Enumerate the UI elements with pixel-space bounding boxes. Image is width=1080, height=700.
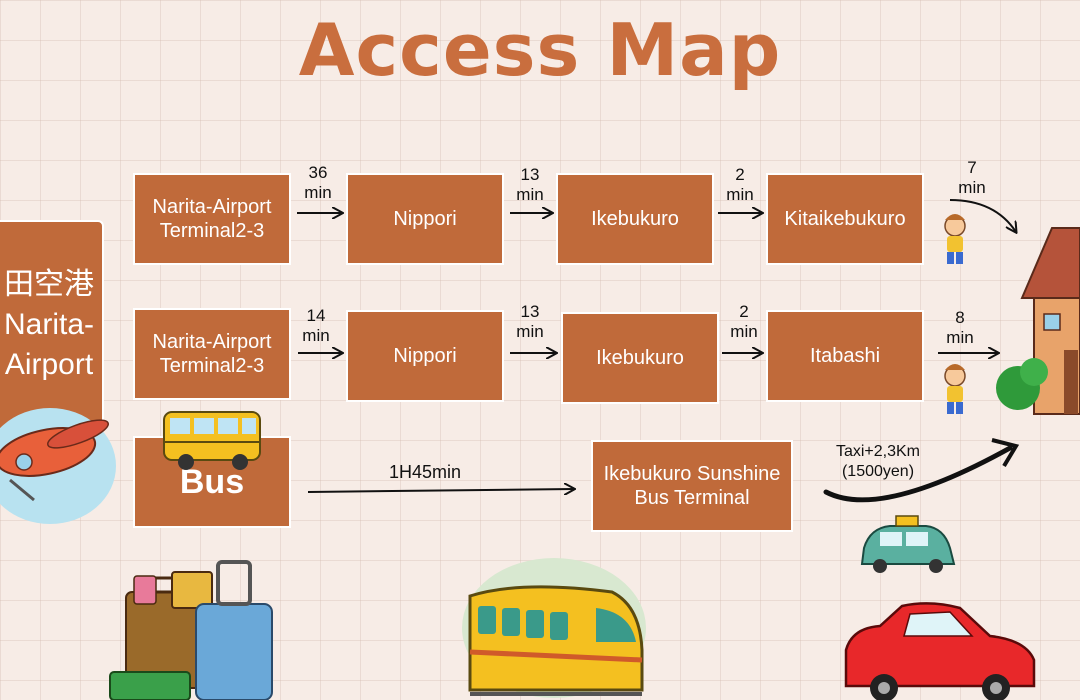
airplane-icon <box>0 408 116 524</box>
house-icon <box>996 227 1080 415</box>
route1-time-2: 13 min <box>516 165 544 204</box>
bus-terminal-box: Ikebukuro Sunshine Bus Terminal <box>591 440 793 532</box>
taxi-label: Taxi+2,3Km (1500yen) <box>835 443 921 480</box>
walking-child-icon <box>944 214 966 264</box>
red-car-icon <box>844 602 1036 700</box>
route1-time-4: 7 min <box>958 158 986 197</box>
page-title: Access Map <box>298 8 782 92</box>
airport-panel: 田空港 Narita- Airport <box>0 220 104 430</box>
route2-time-1: 14 min <box>302 306 330 345</box>
luggage-icon <box>109 560 273 700</box>
route2-station-narita: Narita-Airport Terminal2-3 <box>133 308 291 400</box>
route2-time-4: 8 min <box>946 308 974 347</box>
bus-time: 1H45min <box>388 462 462 482</box>
route1-station-narita: Narita-Airport Terminal2-3 <box>133 173 291 265</box>
train-icon <box>462 558 646 698</box>
route1-station-ikebukuro: Ikebukuro <box>556 173 714 265</box>
route2-time-3: 2 min <box>730 302 758 341</box>
route2-station-nippori: Nippori <box>346 310 504 402</box>
arrow-r1-4 <box>949 199 1016 232</box>
school-bus-icon <box>163 411 261 470</box>
route1-station-kitaikebukuro: Kitaikebukuro <box>766 173 924 265</box>
route2-time-2: 13 min <box>516 302 544 341</box>
route1-station-nippori: Nippori <box>346 173 504 265</box>
route2-station-ikebukuro: Ikebukuro <box>561 312 719 404</box>
walking-child-icon <box>944 364 966 414</box>
arrow-taxi <box>823 445 1013 503</box>
route1-time-1: 36 min <box>304 163 332 202</box>
taxi-icon <box>860 515 956 573</box>
route1-time-3: 2 min <box>726 165 754 204</box>
arrow-bus <box>307 489 574 492</box>
route2-station-itabashi: Itabashi <box>766 310 924 402</box>
